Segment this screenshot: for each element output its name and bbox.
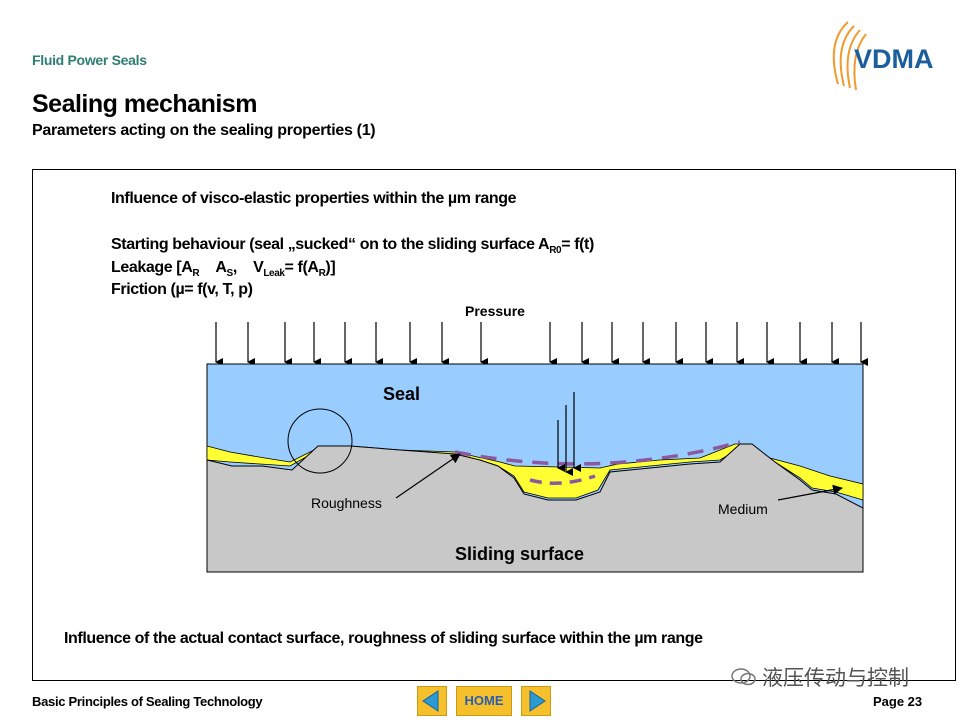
watermark-text: 液压传动与控制 bbox=[762, 666, 909, 690]
sliding-surface-region bbox=[206, 443, 864, 573]
line-leakage: Leakage [AR AS, VLeak= f(AR)] bbox=[111, 259, 336, 280]
prev-button[interactable] bbox=[417, 686, 447, 716]
content-frame bbox=[32, 169, 956, 681]
heading-visco-elastic: Influence of visco-elastic properties wi… bbox=[111, 190, 517, 207]
vdma-logo: VDMA bbox=[832, 21, 934, 91]
seal-label: Seal bbox=[383, 384, 420, 404]
home-button[interactable]: HOME bbox=[456, 686, 512, 716]
line-starting-behaviour: Starting behaviour (seal „sucked“ on to … bbox=[111, 236, 594, 257]
footer-title: Basic Principles of Sealing Technology bbox=[32, 694, 263, 709]
wechat-icon bbox=[731, 668, 756, 686]
deformation-curve bbox=[454, 440, 741, 466]
sliding-surface-label: Sliding surface bbox=[455, 544, 584, 564]
page-subtitle: Parameters acting on the sealing propert… bbox=[32, 122, 376, 139]
next-button[interactable] bbox=[521, 686, 551, 716]
page-number: Page 23 bbox=[873, 694, 923, 709]
bottom-caption: Influence of the actual contact surface,… bbox=[64, 630, 703, 647]
roughness-circle bbox=[287, 408, 353, 474]
section-label: Fluid Power Seals bbox=[32, 52, 147, 68]
pressure-arrows bbox=[215, 322, 868, 366]
line-friction: Friction (µ= f(v, T, p) bbox=[111, 281, 253, 298]
triangle-left-icon bbox=[422, 690, 439, 712]
logo-text: VDMA bbox=[854, 44, 934, 74]
contact-curve bbox=[529, 474, 596, 485]
page-title: Sealing mechanism bbox=[32, 90, 257, 118]
pressure-label: Pressure bbox=[465, 303, 525, 319]
triangle-right-icon bbox=[529, 690, 546, 712]
medium-label: Medium bbox=[718, 501, 768, 517]
roughness-label: Roughness bbox=[311, 495, 382, 511]
